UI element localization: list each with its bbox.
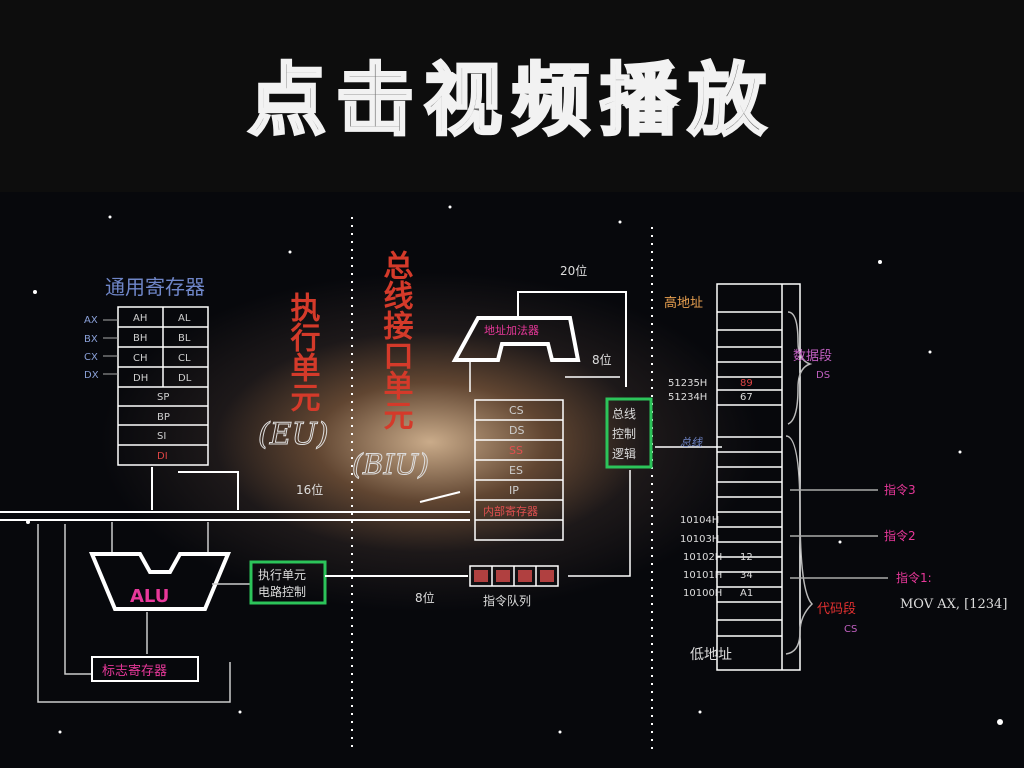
svg-text:DS: DS bbox=[509, 424, 524, 437]
eu-control-box bbox=[249, 560, 327, 605]
address-adder-label: 地址加法器 bbox=[484, 323, 539, 337]
reg-al: AL bbox=[178, 313, 191, 324]
instruction-3-label: 指令3 bbox=[884, 482, 916, 497]
biu-name-label: 总线接口单元 bbox=[378, 250, 414, 431]
bus-control-line3: 逻辑 bbox=[612, 447, 636, 461]
ds-label: DS bbox=[816, 370, 830, 381]
reg-di: DI bbox=[157, 451, 168, 462]
stars bbox=[26, 205, 1003, 734]
cpu-diagram: 通用寄存器 执行单元 (EU) AH AL BH BL CH CL DH DL SP B… bbox=[0, 205, 1007, 752]
register-side-labels: AX BX CX DX bbox=[84, 315, 99, 381]
register-file bbox=[117, 306, 209, 466]
high-address-label: 高地址 bbox=[664, 295, 703, 311]
eu-control-line2: 电路控制 bbox=[258, 584, 306, 599]
svg-text:67: 67 bbox=[740, 392, 753, 403]
reg-bl: BL bbox=[178, 333, 191, 344]
segment-registers bbox=[474, 399, 564, 541]
reg-cl: CL bbox=[178, 353, 191, 364]
svg-text:SS: SS bbox=[509, 444, 523, 457]
general-registers-label: 通用寄存器 bbox=[105, 275, 205, 299]
svg-text:执行单元: 执行单元 bbox=[285, 292, 322, 413]
cs-label: CS bbox=[844, 624, 857, 635]
reg-bp: BP bbox=[157, 412, 170, 423]
eu-name-label: 执行单元 bbox=[285, 292, 322, 413]
queue-slots bbox=[474, 570, 554, 582]
bus-control-line2: 控制 bbox=[612, 427, 636, 441]
svg-text:12: 12 bbox=[740, 552, 753, 563]
instruction-arrows bbox=[790, 489, 888, 579]
flags-register-label: 标志寄存器 bbox=[102, 663, 167, 679]
instruction-queue-label: 指令队列 bbox=[483, 593, 531, 608]
svg-text:A1: A1 bbox=[740, 588, 753, 599]
register-arrows bbox=[103, 319, 118, 375]
svg-text:10101H: 10101H bbox=[683, 570, 722, 581]
title-bar: 点击视频播放 bbox=[0, 0, 1024, 192]
reg-ch: CH bbox=[133, 353, 148, 364]
svg-text:10102H: 10102H bbox=[683, 552, 722, 563]
svg-text:DX: DX bbox=[84, 370, 99, 381]
bus-label: 总线 bbox=[680, 436, 703, 449]
svg-text:34: 34 bbox=[740, 570, 753, 581]
svg-text:BX: BX bbox=[84, 334, 98, 345]
bus-16-label: 16位 bbox=[296, 482, 323, 497]
svg-text:10100H: 10100H bbox=[683, 588, 722, 599]
reg-si: SI bbox=[157, 431, 166, 442]
svg-text:CX: CX bbox=[84, 352, 98, 363]
svg-text:AX: AX bbox=[84, 315, 98, 326]
instruction-1-label: 指令1: bbox=[896, 570, 932, 585]
bus-control-line1: 总线 bbox=[612, 407, 636, 421]
svg-text:IP: IP bbox=[509, 484, 519, 497]
title-text[interactable]: 点击视频播放 bbox=[246, 55, 776, 148]
eu-control-line1: 执行单元 bbox=[258, 568, 306, 582]
biu-abbr: (BIU) bbox=[352, 448, 429, 481]
memory-data-rows: 51235H 89 51234H 67 10104H 10103H 10102H… bbox=[668, 378, 753, 599]
reg-bh: BH bbox=[133, 333, 147, 344]
bus-8-biu-label: 8位 bbox=[592, 352, 612, 367]
svg-text:10104H: 10104H bbox=[680, 515, 719, 526]
alu-connectors bbox=[37, 522, 250, 703]
svg-text:ES: ES bbox=[509, 464, 523, 477]
code-segment-label: 代码段 bbox=[817, 602, 856, 617]
alu-shape bbox=[88, 552, 232, 611]
reg-dh: DH bbox=[133, 373, 148, 384]
mov-instruction: MOV AX, [1234] bbox=[900, 597, 1007, 612]
bus-control-box bbox=[605, 397, 653, 469]
video-diagram[interactable]: 通用寄存器 执行单元 (EU) AH AL BH BL CH CL DH DL SP B… bbox=[0, 192, 1024, 768]
reg-dl: DL bbox=[178, 373, 192, 384]
memory-column bbox=[716, 283, 801, 671]
register-names: AH AL BH BL CH CL DH DL SP BP SI DI bbox=[133, 313, 192, 462]
internal-bus-16 bbox=[0, 467, 470, 521]
reg-ah: AH bbox=[133, 313, 147, 324]
svg-text:51234H: 51234H bbox=[668, 392, 707, 403]
svg-text:51235H: 51235H bbox=[668, 378, 707, 389]
internal-registers-label: 内部寄存器 bbox=[483, 504, 538, 518]
code-segment-brace bbox=[785, 435, 814, 655]
bus-20-label: 20位 bbox=[560, 263, 587, 278]
low-address-label: 低地址 bbox=[690, 647, 732, 663]
busctrl-to-queue bbox=[568, 470, 631, 577]
svg-text:CS: CS bbox=[509, 404, 524, 417]
bus-20-line bbox=[517, 291, 627, 387]
svg-text:10103H: 10103H bbox=[680, 534, 719, 545]
data-segment-brace bbox=[787, 311, 813, 425]
svg-text:总线接口单元: 总线接口单元 bbox=[378, 250, 414, 431]
flags-register-box bbox=[91, 656, 199, 682]
reg-sp: SP bbox=[157, 392, 169, 403]
svg-text:89: 89 bbox=[740, 378, 753, 389]
data-segment-label: 数据段 bbox=[793, 349, 832, 364]
bus-8-label: 8位 bbox=[415, 590, 435, 605]
eu-abbr: (EU) bbox=[258, 417, 329, 452]
segment-register-names: CS DS SS ES IP bbox=[509, 404, 524, 497]
alu-label: ALU bbox=[130, 586, 169, 607]
instruction-queue bbox=[469, 565, 559, 587]
instruction-2-label: 指令2 bbox=[884, 528, 916, 543]
